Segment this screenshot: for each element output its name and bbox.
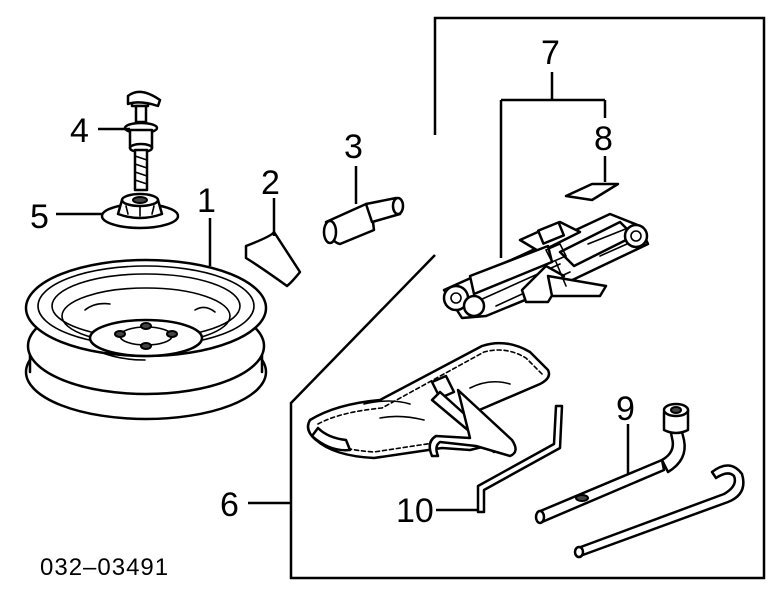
- jack-handle-bar-icon: [476, 404, 564, 514]
- callout-6: 6: [220, 486, 239, 524]
- callout-7: 7: [541, 34, 560, 72]
- toolkit-frame: [289, 16, 766, 580]
- jack-label-icon: [564, 182, 620, 202]
- valve-stem-icon: [322, 196, 405, 246]
- callout-1: 1: [197, 182, 216, 220]
- wheel-nut-wrench-icon: [534, 402, 690, 525]
- spare-wheel-icon: [24, 258, 268, 421]
- tool-bag-icon: [306, 341, 551, 460]
- callout-8: 8: [594, 120, 613, 158]
- label-sticker-icon: [244, 230, 302, 288]
- jack-hook-icon: [573, 464, 745, 559]
- callout-5: 5: [30, 198, 49, 236]
- hold-down-bolt-icon: [123, 90, 162, 192]
- wing-nut-icon: [100, 192, 180, 230]
- callout-9: 9: [616, 390, 635, 428]
- part-number: 032–03491: [40, 554, 169, 581]
- callout-2: 2: [261, 164, 280, 202]
- callout-10: 10: [396, 492, 434, 530]
- scissor-jack-icon: [442, 212, 650, 320]
- callout-4: 4: [70, 112, 89, 150]
- callout-3: 3: [344, 128, 363, 166]
